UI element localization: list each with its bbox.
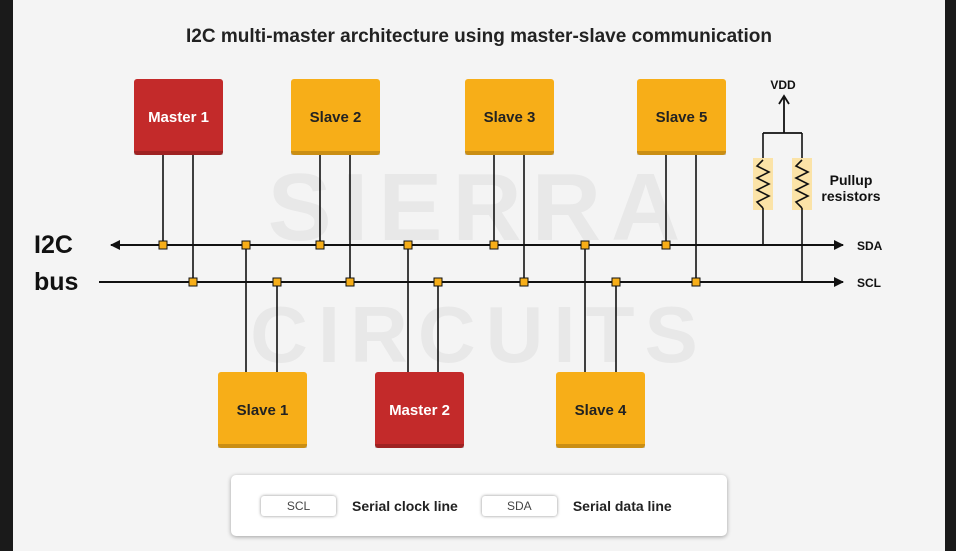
- diagram-title: I2C multi-master architecture using mast…: [186, 26, 772, 47]
- pullup-label-line1: Pullup: [830, 172, 873, 188]
- junction-node: [272, 277, 282, 287]
- vdd-label: VDD: [770, 78, 796, 92]
- device-box-shadow: [375, 444, 464, 448]
- junction-node: [345, 277, 355, 287]
- device-box: [556, 372, 645, 448]
- device-master-1: Master 1: [134, 79, 223, 155]
- device-box-shadow: [291, 151, 380, 155]
- device-box-shadow: [134, 151, 223, 155]
- device-label: Slave 3: [484, 109, 536, 126]
- junction-node: [433, 277, 443, 287]
- device-slave-3: Slave 3: [465, 79, 554, 155]
- device-label: Master 2: [389, 402, 450, 419]
- sda-line-label: SDA: [857, 239, 883, 253]
- legend-chip-sda: SDA: [481, 495, 557, 516]
- junction-node: [580, 240, 590, 250]
- device-box: [291, 79, 380, 155]
- junction-nodes: [158, 240, 701, 287]
- device-wires: [162, 155, 697, 372]
- legend-text-scl: Serial clock line: [352, 497, 458, 514]
- device-slave-2: Slave 2: [291, 79, 380, 155]
- junction-node: [661, 240, 671, 250]
- watermark-circuits: CIRCUITS: [250, 290, 708, 379]
- device-label: Slave 1: [237, 402, 289, 419]
- junction-node: [519, 277, 529, 287]
- bus-label-i2c: I2C: [34, 231, 73, 259]
- junction-node: [403, 240, 413, 250]
- device-box: [465, 79, 554, 155]
- junction-node: [611, 277, 621, 287]
- diagram-frame: SIERRA CIRCUITS I2C multi-master archite…: [13, 0, 945, 551]
- device-slave-5: Slave 5: [637, 79, 726, 155]
- vdd-arrow-icon: [778, 94, 790, 105]
- resistor-2-icon: [794, 159, 810, 209]
- pullup-label-line2: resistors: [821, 188, 880, 204]
- device-box: [375, 372, 464, 448]
- device-box-shadow: [637, 151, 726, 155]
- junction-node: [188, 277, 198, 287]
- device-box: [134, 79, 223, 155]
- device-master-2: Master 2: [375, 372, 464, 448]
- junction-node: [489, 240, 499, 250]
- device-box-shadow: [465, 151, 554, 155]
- junction-node: [315, 240, 325, 250]
- device-label: Slave 2: [310, 109, 362, 126]
- device-box: [218, 372, 307, 448]
- pullup-network: VDD Pullup resistors: [753, 78, 881, 282]
- legend-text-sda: Serial data line: [572, 497, 672, 514]
- device-slave-1: Slave 1: [218, 372, 307, 448]
- device-box: [637, 79, 726, 155]
- devices: Master 1 Slave 2 Slave 3 Slave 5 Slave 1 Mast…: [134, 79, 726, 448]
- junction-node: [158, 240, 168, 250]
- junction-node: [241, 240, 251, 250]
- i2c-diagram: SIERRA CIRCUITS I2C multi-master archite…: [34, 26, 883, 448]
- bus-label-bus: bus: [34, 268, 78, 296]
- device-box-shadow: [556, 444, 645, 448]
- scl-line-label: SCL: [857, 276, 881, 290]
- junction-node: [691, 277, 701, 287]
- resistor-1-icon: [755, 159, 771, 209]
- legend-chip-scl: SCL: [261, 495, 336, 516]
- device-slave-4: Slave 4: [556, 372, 645, 448]
- legend: SCL Serial clock line SDA Serial data li…: [231, 475, 727, 536]
- device-box-shadow: [218, 444, 307, 448]
- device-label: Slave 5: [656, 109, 708, 126]
- device-label: Master 1: [148, 109, 209, 126]
- device-label: Slave 4: [575, 402, 627, 419]
